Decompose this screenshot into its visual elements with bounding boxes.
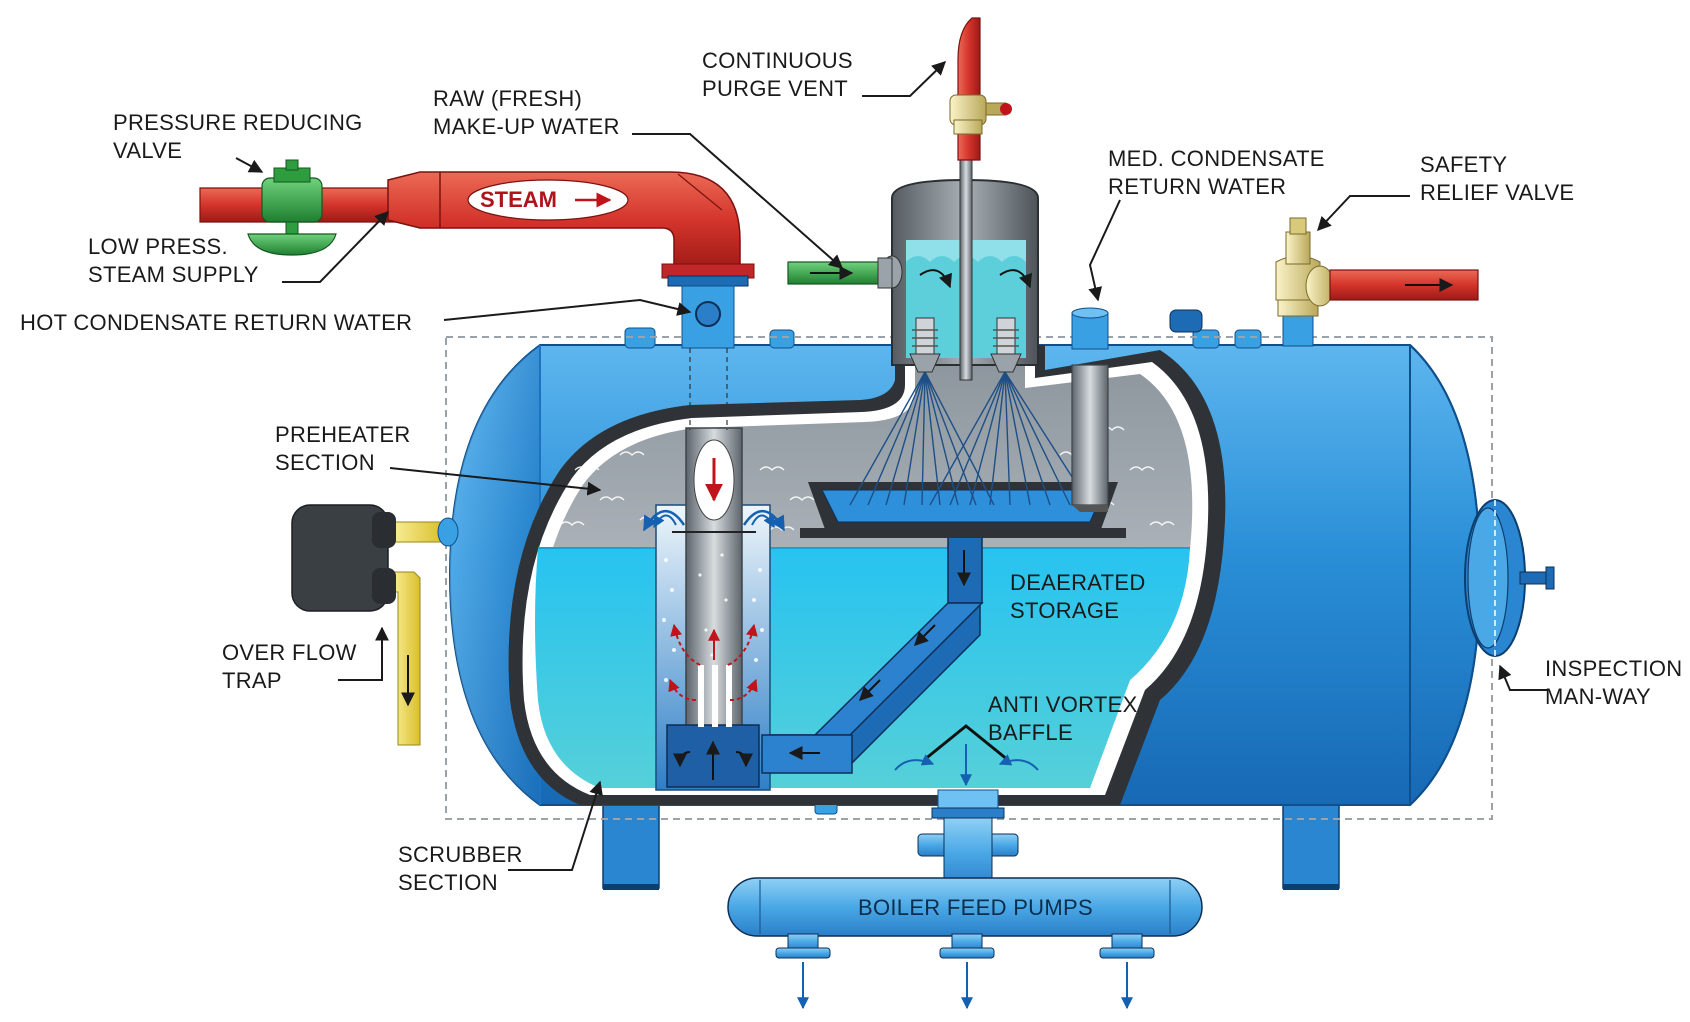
deaerator-dome	[881, 159, 1039, 381]
med-condensate-nozzle	[1071, 307, 1203, 350]
anti-vortex-baffle-label: ANTI VORTEX BAFFLE	[988, 692, 1144, 745]
med-condensate-return-label: MED. CONDENSATE RETURN WATER	[1108, 146, 1331, 199]
overflow-trap	[291, 504, 459, 746]
boiler-feed-pumps-label: BOILER FEED PUMPS	[858, 895, 1093, 920]
preheater-section-label: PREHEATER SECTION	[275, 422, 417, 475]
deaerated-storage-label: DEAERATED STORAGE	[1010, 570, 1152, 623]
transfer-pipe	[761, 534, 984, 774]
anti-vortex-baffle	[894, 724, 1039, 787]
continuous-purge-vent-label: CONTINUOUS PURGE VENT	[702, 48, 859, 101]
pressure-reducing-valve	[247, 159, 337, 256]
scrubber-section-label: SCRUBBER SECTION	[398, 842, 529, 895]
leader-lines	[235, 61, 1548, 871]
med-condensate-inner-pipe	[1071, 364, 1109, 512]
makeup-water-pipe	[787, 257, 893, 289]
safety-relief-valve-label: SAFETY RELIEF VALVE	[1420, 152, 1574, 205]
raw-makeup-water-label: RAW (FRESH) MAKE-UP WATER	[433, 86, 620, 139]
safety-relief-valve	[1275, 217, 1479, 347]
steam-label: STEAM	[480, 187, 557, 212]
spray-pattern	[849, 371, 1091, 506]
inspection-man-way-label: INSPECTION MAN-WAY	[1545, 656, 1689, 709]
boiler-feed-header	[727, 877, 1203, 1010]
scrubber-column	[642, 427, 786, 791]
hot-condensate-return-label: HOT CONDENSATE RETURN WATER	[20, 310, 412, 335]
over-flow-trap-label: OVER FLOW TRAP	[222, 640, 363, 693]
pressure-reducing-valve-label: PRESSURE REDUCING VALVE	[113, 110, 369, 163]
inspection-manway	[1464, 499, 1555, 657]
low-press-steam-supply-label: LOW PRESS. STEAM SUPPLY	[88, 234, 259, 287]
purge-vent-assembly	[949, 17, 1012, 161]
